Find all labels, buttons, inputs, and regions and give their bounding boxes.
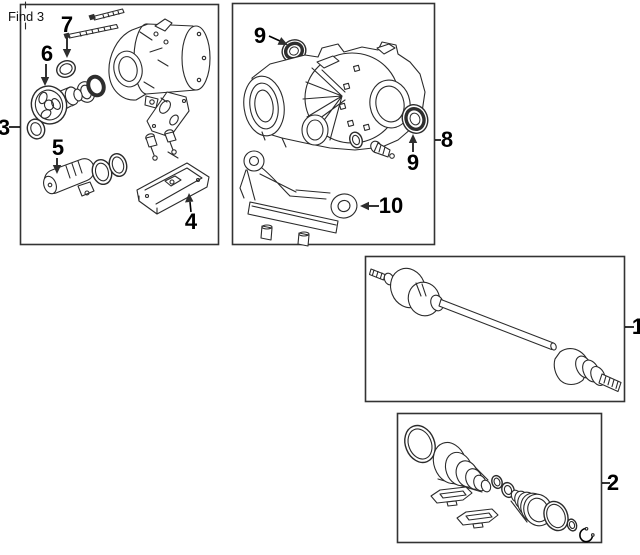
differential-actuator-housing-drawing: [108, 18, 211, 109]
differential-mount-bracket-drawing: [239, 150, 358, 247]
outer-cv-boot-drawing: [432, 441, 492, 493]
band-clamps-drawing: [430, 486, 499, 529]
callout-6[interactable]: 6: [40, 41, 54, 66]
find-status-label: Find 3: [8, 9, 45, 24]
axle-shaft-drawing: [368, 267, 622, 393]
panel-bottom-right-border: [396, 412, 603, 544]
mount-bolts-drawing: [63, 8, 125, 39]
breather-o-ring-drawing: [349, 131, 363, 149]
callout-8[interactable]: 8: [440, 127, 454, 152]
panel-top-left-border: [19, 3, 220, 246]
callout-1[interactable]: 1: [631, 314, 640, 339]
callout-9a[interactable]: 9: [253, 23, 267, 48]
callout-7[interactable]: 7: [60, 12, 74, 37]
panel-middle-right-border: [364, 255, 626, 403]
snap-ring-drawing: [579, 526, 595, 543]
inner-cv-boot-drawing: [510, 489, 553, 527]
boot-small-rings-drawing: [491, 474, 515, 499]
solenoid-valves-drawing: [145, 129, 179, 161]
pump-o-rings-drawing: [91, 152, 128, 186]
callout-3[interactable]: 3: [0, 115, 11, 140]
breather-plug-drawing: [370, 140, 395, 159]
inner-boot-ring-drawing: [543, 500, 578, 532]
control-module-drawing: [136, 162, 210, 215]
callout-10[interactable]: 10: [378, 193, 404, 218]
pump-motor-drawing: [43, 158, 95, 197]
callout-9b[interactable]: 9: [406, 150, 420, 175]
differential-carrier-housing-drawing: [243, 41, 426, 151]
side-seal-drawing: [26, 118, 46, 140]
panel-top-middle-border: [231, 2, 436, 246]
coupling-flange-drawing: [30, 74, 106, 125]
gasket-drawing: [146, 91, 190, 138]
callout-4[interactable]: 4: [184, 209, 198, 234]
callout-arrows: [9, 35, 634, 484]
callout-5[interactable]: 5: [51, 135, 65, 160]
boot-clamp-ring-drawing: [404, 424, 436, 464]
axle-seal-9b-drawing: [401, 104, 429, 134]
callout-2[interactable]: 2: [606, 470, 620, 495]
o-ring-7-drawing: [56, 60, 76, 78]
